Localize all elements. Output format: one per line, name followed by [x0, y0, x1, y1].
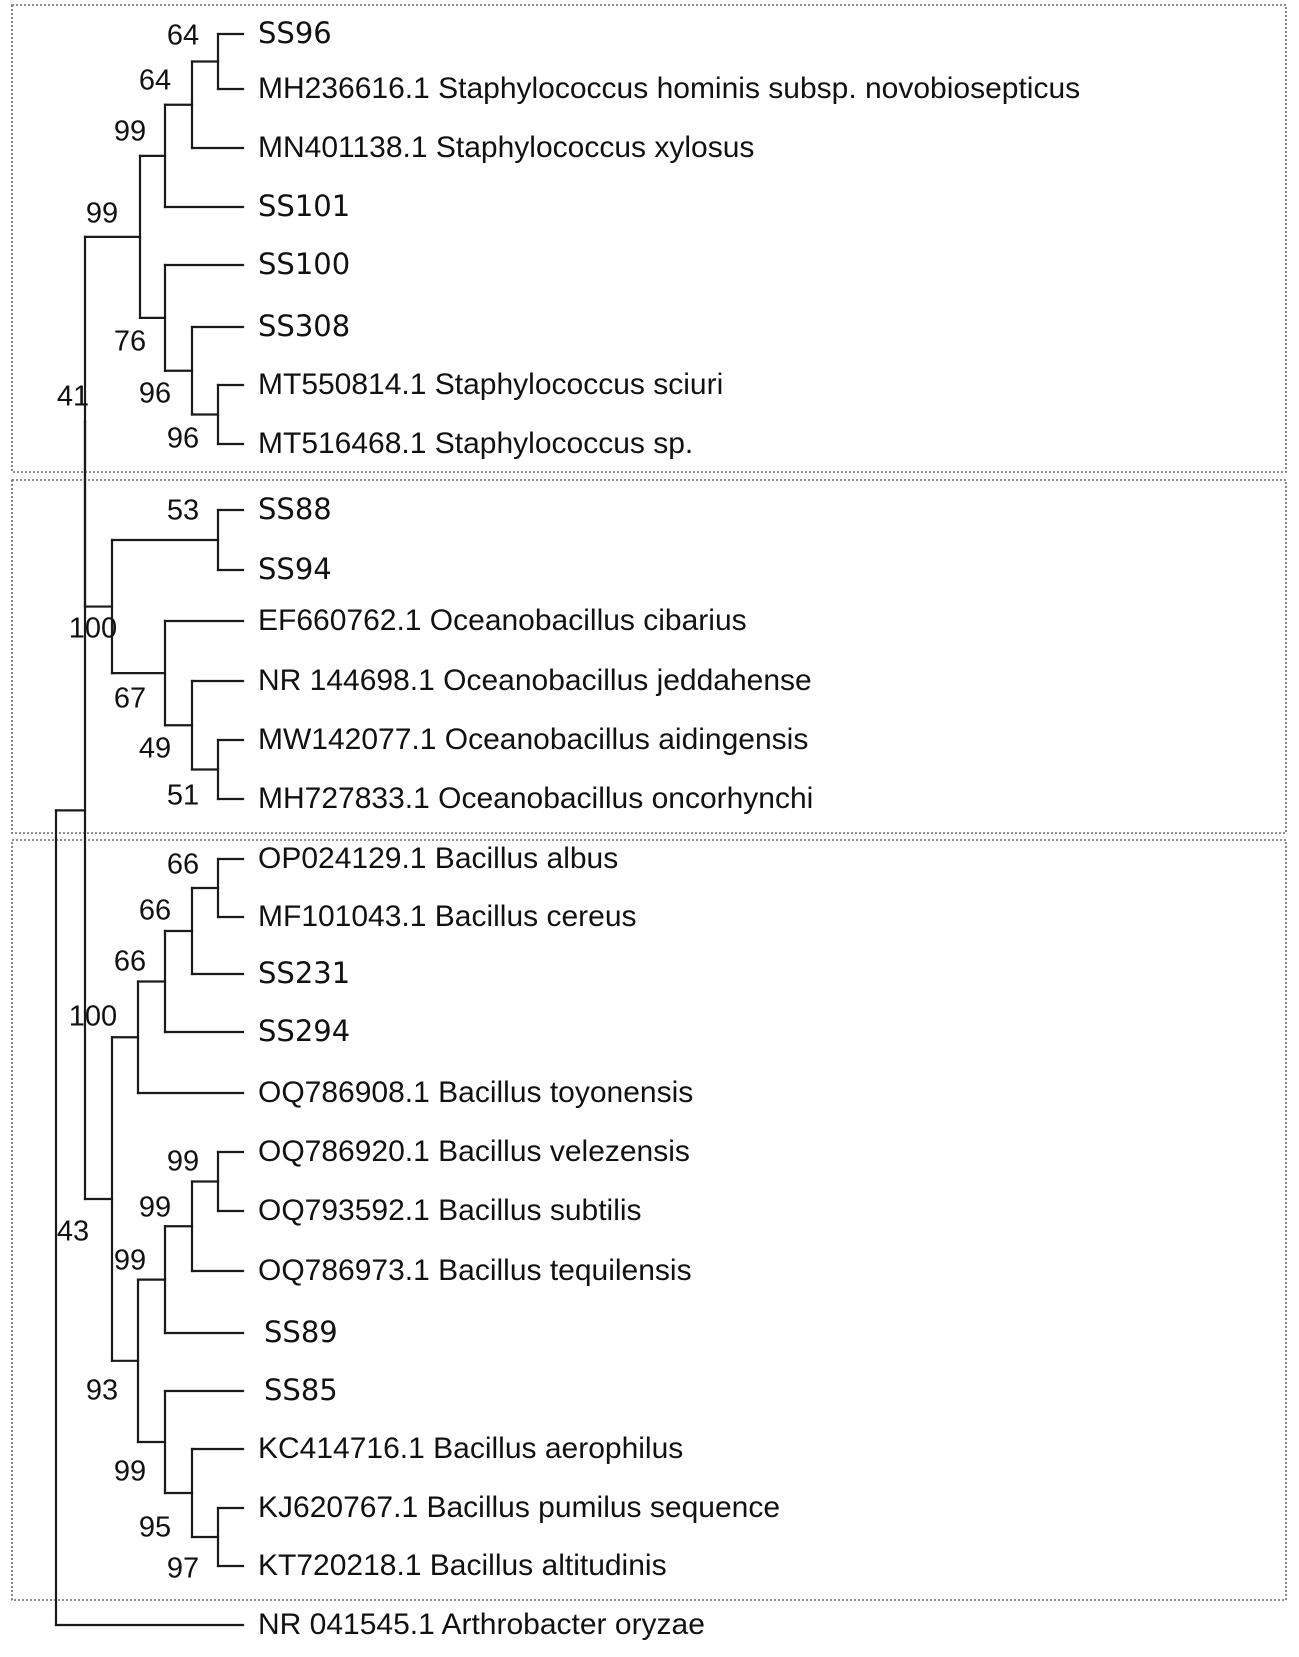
bootstrap-value-n_ss231: 66: [139, 895, 171, 927]
bootstrap-value-n_jedd: 49: [139, 733, 171, 765]
staphylococcus-clade-box: [11, 4, 1287, 473]
leaf-label-MH236616: MH236616.1 Staphylococcus hominis subsp.…: [258, 72, 1080, 105]
leaf-label-SS308: SS308: [258, 309, 350, 343]
leaf-label-MT550814: MT550814.1 Staphylococcus sciuri: [258, 368, 723, 401]
bootstrap-value-n_ss89: 99: [114, 1245, 146, 1277]
leaf-label-SS88: SS88: [258, 492, 332, 526]
oceanobacillus-clade-box: [11, 479, 1287, 834]
bootstrap-value-n_pum: 97: [167, 1553, 199, 1585]
leaf-label-MN401138: MN401138.1 Staphylococcus xylosus: [258, 131, 754, 164]
leaf-label-MT516468: MT516468.1 Staphylococcus sp.: [258, 427, 693, 460]
bootstrap-value-n_ss88: 53: [167, 495, 199, 527]
bootstrap-value-n_ss101: 99: [114, 116, 146, 148]
leaf-label-MH727833: MH727833.1 Oceanobacillus oncorhynchi: [258, 782, 813, 815]
leaf-label-NR041545: NR 041545.1 Arthrobacter oryzae: [258, 1608, 705, 1641]
leaf-label-KT720218: KT720218.1 Bacillus altitudinis: [258, 1549, 667, 1582]
bootstrap-value-n_vel: 99: [167, 1146, 199, 1178]
bootstrap-value-n_ocean: 100: [69, 613, 117, 645]
clade-boxes: [11, 4, 1287, 1601]
leaf-label-NR144698: NR 144698.1 Oceanobacillus jeddahense: [258, 664, 812, 697]
bootstrap-value-n_cereus_grp: 100: [69, 1001, 117, 1033]
bootstrap-value-n_ss96_mh: 64: [167, 20, 199, 52]
leaf-label-KJ620767: KJ620767.1 Bacillus pumilus sequence: [258, 1491, 780, 1524]
leaf-label-KC414716: KC414716.1 Bacillus aerophilus: [258, 1432, 683, 1465]
leaf-label-SS231: SS231: [258, 956, 350, 990]
bacillus-clade-box: [11, 839, 1287, 1601]
leaf-label-OQ786908: OQ786908.1 Bacillus toyonensis: [258, 1076, 693, 1109]
leaf-label-SS294: SS294: [258, 1014, 350, 1048]
bootstrap-value-n_staph: 99: [86, 198, 118, 230]
leaf-label-SS100: SS100: [258, 247, 350, 281]
bootstrap-value-n_albus: 66: [167, 849, 199, 881]
leaf-label-OQ786973: OQ786973.1 Bacillus tequilensis: [258, 1254, 692, 1287]
bootstrap-value-n_cib: 67: [114, 683, 146, 715]
bootstrap-value-n_ss100: 76: [114, 326, 146, 358]
leaf-label-SS96: SS96: [258, 16, 332, 50]
leaf-label-OP024129: OP024129.1 Bacillus albus: [258, 842, 618, 875]
bootstrap-values: 64 64 99 96 96 76 99 53 51 49 67 100 41 66 66 66 100 99 99…: [57, 20, 199, 1585]
leaf-label-EF660762: EF660762.1 Oceanobacillus cibarius: [258, 604, 747, 637]
leaf-label-SS89: SS89: [264, 1315, 338, 1349]
tree-branches: [54, 32, 245, 1627]
bootstrap-value-n_xyl: 64: [139, 65, 171, 97]
bootstrap-value-n_ss308: 96: [139, 378, 171, 410]
leaf-label-SS94: SS94: [258, 552, 332, 586]
bootstrap-value-n_bacillus: 43: [57, 1216, 89, 1248]
bootstrap-value-n_aid: 51: [167, 780, 199, 812]
leaf-label-OQ793592: OQ793592.1 Bacillus subtilis: [258, 1194, 642, 1227]
bootstrap-value-n_subtilis_grp: 93: [86, 1375, 118, 1407]
bootstrap-value-n_teq: 99: [139, 1192, 171, 1224]
leaf-label-OQ786920: OQ786920.1 Bacillus velezensis: [258, 1135, 690, 1168]
bootstrap-value-n_ss294: 66: [114, 946, 146, 978]
leaf-label-MW142077: MW142077.1 Oceanobacillus aidingensis: [258, 723, 808, 756]
bootstrap-value-n_ss85: 99: [114, 1456, 146, 1488]
leaf-label-SS85: SS85: [264, 1373, 338, 1407]
bootstrap-value-n_aero: 95: [139, 1512, 171, 1544]
bootstrap-value-n_sciuri: 96: [167, 423, 199, 455]
leaf-label-MF101043: MF101043.1 Bacillus cereus: [258, 900, 637, 933]
leaf-label-SS101: SS101: [258, 189, 350, 223]
bootstrap-value-n_staph_ocean: 41: [57, 381, 89, 413]
